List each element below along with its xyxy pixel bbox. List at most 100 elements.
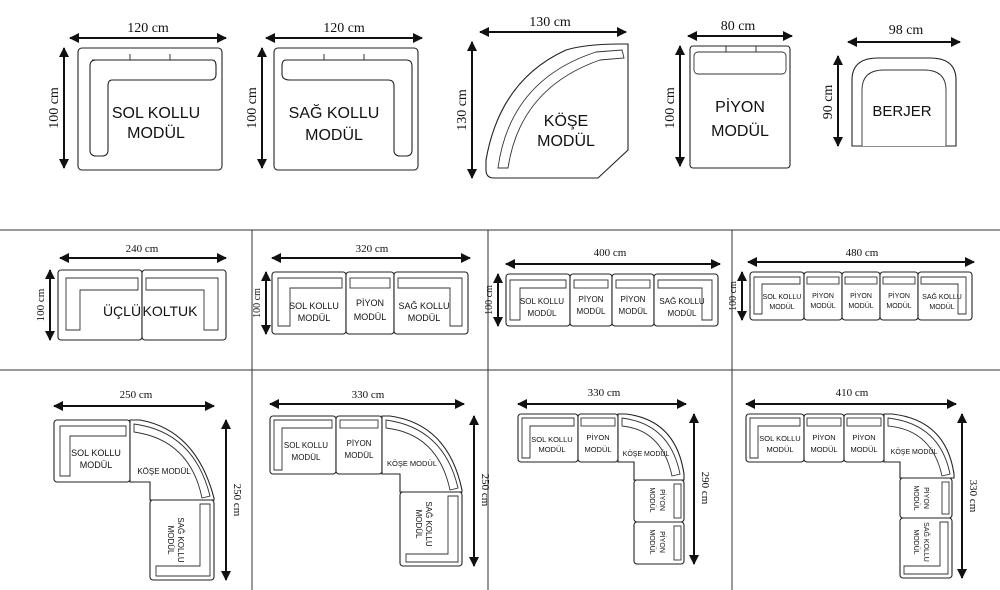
r3c4-sag-a: SAĞ KOLLU — [922, 522, 931, 562]
r2c1-label-a: ÜÇLÜ — [103, 302, 141, 319]
r2c2-width: 320 cm — [356, 243, 389, 255]
piyon-label-1: PİYON — [715, 97, 765, 116]
sag-kollu-width: 120 cm — [323, 21, 365, 36]
r3c2-width: 330 cm — [352, 389, 385, 401]
sofa-320-diagram: 320 cm 100 cm SOL KOLLU MODÜL PİYON MODÜ… — [252, 243, 471, 335]
r3c4-vp-a: PİYON — [922, 487, 931, 509]
sofa-400-diagram: 400 cm 100 cm SOL KOLLU MODÜL PİYON MODÜ… — [484, 247, 721, 327]
r3c2-sag-a: SAĞ KOLLU — [424, 501, 433, 547]
r2c1-width: 240 cm — [126, 243, 159, 255]
r3c4-piy2-a: PİYON — [852, 433, 875, 442]
berjer-height: 90 cm — [821, 85, 836, 120]
corner-410-330-diagram: 410 cm 330 cm SOL KOLLU MODÜL PİYON MODÜ… — [745, 387, 979, 579]
r2c3-m4b: MODÜL — [668, 309, 697, 318]
sol-kollu-height: 100 cm — [47, 87, 62, 129]
r2c2-m1a: SOL KOLLU — [289, 301, 339, 311]
r2c3-m2a: PİYON — [579, 295, 604, 304]
r2c3-m1a: SOL KOLLU — [520, 297, 564, 306]
r3c4-width: 410 cm — [836, 387, 869, 399]
r3c4-vp-b: MODÜL — [912, 485, 920, 510]
r2c4-m2a: PİYON — [812, 291, 834, 300]
r3c3-piy-a: PİYON — [586, 433, 609, 442]
r2c3-height: 100 cm — [484, 285, 495, 315]
r2c4-m5a: SAĞ KOLLU — [922, 292, 962, 301]
r3c2-sag-b: MODÜL — [414, 510, 423, 539]
r2c4-m3b: MODÜL — [848, 302, 873, 310]
berjer-width: 98 cm — [889, 23, 924, 38]
kose-label-2: MODÜL — [537, 132, 595, 150]
sol-kollu-width: 120 cm — [127, 21, 169, 36]
r2c4-m4a: PİYON — [888, 291, 910, 300]
grid-lines — [0, 229, 1000, 590]
r2c2-m2a: PİYON — [356, 298, 384, 308]
r3c4-sag-b: MODÜL — [912, 529, 920, 554]
r3c2-piy-a: PİYON — [347, 439, 372, 448]
r3c3-sol-a: SOL KOLLU — [531, 435, 572, 444]
kose-height: 130 cm — [455, 89, 470, 131]
r3c4-piy-a: PİYON — [812, 433, 835, 442]
r2c4-m1a: SOL KOLLU — [763, 294, 802, 301]
r2c2-m1b: MODÜL — [298, 313, 331, 323]
berjer-diagram: 98 cm 90 cm BERJER — [821, 23, 961, 147]
piyon-label-2: MODÜL — [711, 122, 769, 140]
r3c4-piy-b: MODÜL — [810, 445, 837, 454]
r3c4-sol-b: MODÜL — [766, 445, 793, 454]
sol-kollu-label-2: MODÜL — [127, 124, 185, 142]
r3c3-vp-a: PİYON — [658, 489, 667, 511]
r2c2-m2b: MODÜL — [354, 312, 387, 322]
r3c3-sol-b: MODÜL — [538, 445, 565, 454]
sag-kollu-label-1: SAĞ KOLLU — [289, 103, 380, 122]
r2c3-m3b: MODÜL — [619, 307, 648, 316]
kose-label-1: KÖŞE — [544, 112, 588, 130]
r2c2-m3a: SAĞ KOLLU — [398, 301, 449, 311]
r2c4-m2b: MODÜL — [810, 302, 835, 310]
r3c2-kose: KÖŞE MODÜL — [387, 459, 437, 468]
r3c1-sag-b: MODÜL — [166, 526, 175, 555]
r3c4-kose: KÖŞE MODÜL — [891, 448, 938, 456]
r3c1-sag-a: SAĞ KOLLU — [176, 517, 185, 563]
r3c4-height: 330 cm — [967, 480, 979, 513]
r3c2-height: 250 cm — [479, 474, 491, 507]
berjer-label: BERJER — [872, 103, 931, 120]
r2c1-height: 100 cm — [35, 288, 47, 321]
r2c2-height: 100 cm — [252, 288, 263, 318]
r3c4-sol-a: SOL KOLLU — [759, 434, 800, 443]
r2c4-m1b: MODÜL — [769, 303, 794, 311]
r2c1-label-b: KOLTUK — [143, 303, 199, 319]
r2c4-height: 100 cm — [728, 281, 739, 311]
r3c1-height: 250 cm — [231, 484, 243, 517]
r3c1-sol-b: MODÜL — [80, 460, 113, 470]
r2c4-m3a: PİYON — [850, 291, 872, 300]
sol-kollu-label-1: SOL KOLLU — [112, 105, 200, 122]
sag-kollu-module-diagram: 120 cm 100 cm SAĞ KOLLU MODÜL — [245, 21, 423, 171]
piyon-height: 100 cm — [663, 87, 678, 129]
r2c2-m3b: MODÜL — [408, 313, 441, 323]
r2c3-m3a: PİYON — [621, 295, 646, 304]
r3c3-height: 290 cm — [699, 472, 711, 505]
r2c3-m2b: MODÜL — [577, 307, 606, 316]
r2c3-m4a: SAĞ KOLLU — [659, 297, 705, 306]
r3c2-sol-b: MODÜL — [292, 453, 321, 462]
uclu-koltuk-diagram: 240 cm 100 cm ÜÇLÜ KOLTUK — [35, 243, 227, 341]
piyon-module-diagram: 80 cm 100 cm PİYON MODÜL — [663, 19, 793, 169]
r3c3-width: 330 cm — [588, 387, 621, 399]
r3c3-piy-b: MODÜL — [584, 445, 611, 454]
r3c2-piy-b: MODÜL — [345, 451, 374, 460]
r3c3-vp2-a: PİYON — [658, 531, 667, 553]
r3c1-width: 250 cm — [120, 389, 153, 401]
r2c4-m5b: MODÜL — [929, 303, 954, 311]
r2c3-width: 400 cm — [594, 247, 627, 259]
sag-kollu-height: 100 cm — [245, 87, 260, 129]
r3c3-vp2-b: MODÜL — [648, 529, 656, 554]
r3c4-piy2-b: MODÜL — [850, 445, 877, 454]
piyon-width: 80 cm — [721, 19, 756, 34]
corner-330-290-diagram: 330 cm 290 cm SOL KOLLU MODÜL PİYON MODÜ… — [517, 387, 711, 565]
corner-250-diagram: 250 cm 250 cm SOL KOLLU MODÜL KÖŞE MODÜL… — [53, 389, 243, 581]
r3c2-sol-a: SOL KOLLU — [284, 441, 328, 450]
r2c4-m4b: MODÜL — [886, 302, 911, 310]
corner-330-250-diagram: 330 cm 250 cm SOL KOLLU MODÜL PİYON MODÜ… — [269, 389, 491, 567]
r3c1-kose: KÖŞE MODÜL — [137, 467, 191, 476]
r2c4-width: 480 cm — [846, 247, 879, 259]
r3c1-sol-a: SOL KOLLU — [71, 448, 121, 458]
